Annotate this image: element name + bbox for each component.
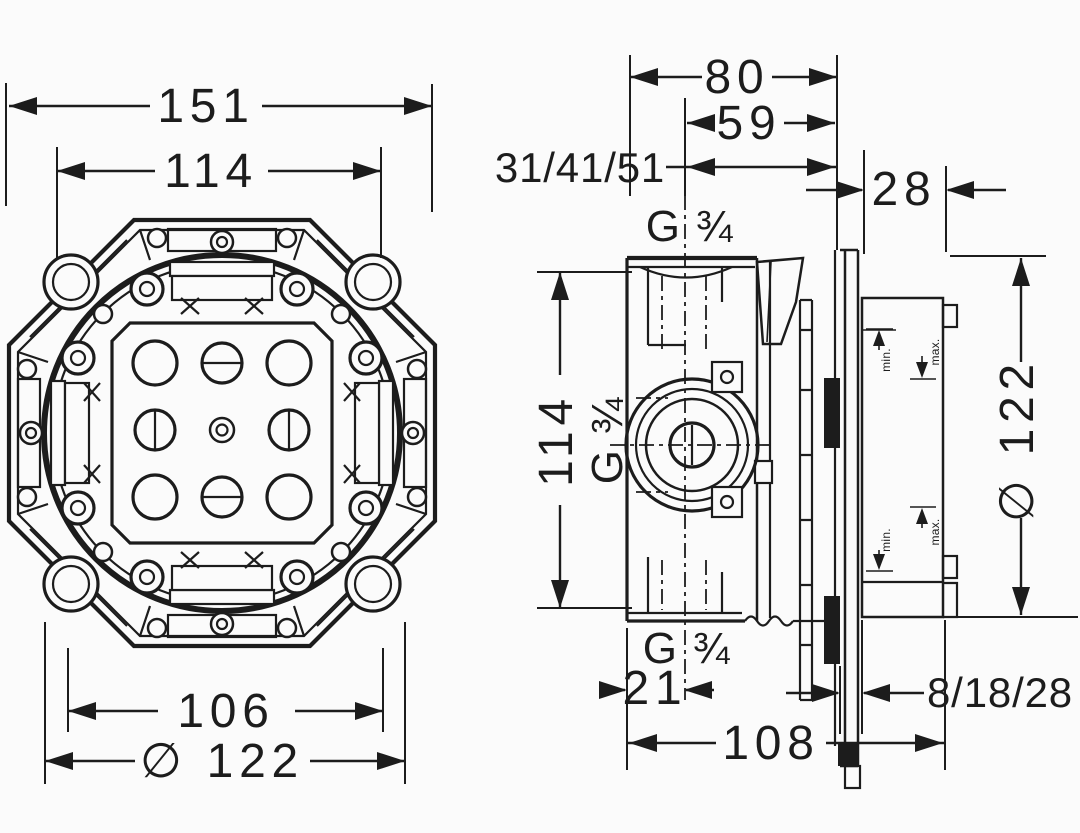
dim-side-21: 21 [599,628,714,770]
dim-label-59: 59 [717,97,782,150]
mounting-ears [42,253,402,613]
plate-south [138,551,306,639]
plate-west [16,350,101,516]
dim-label-31-41-51: 31/41/51 [495,144,665,191]
dim-label-28: 28 [872,163,937,216]
thread-label-side: G ¾ [583,396,632,484]
dim-side-depth-108: 108 [627,620,946,770]
thread-label-top: G ¾ [646,202,734,251]
rim-outer-circle [41,252,403,614]
marker-min-top: min. [879,348,893,372]
mounting-plate-assembly [798,248,862,790]
front-view: 151 114 106 ∅ 122 [5,80,438,788]
centre-square [110,321,334,545]
octagon-outline [6,217,438,649]
thread-label-bottom: G ¾ [643,624,731,673]
dim-side-install-depth: 31/41/51 [495,144,837,191]
dim-side-diameter-122: ∅ 122 [950,255,1078,618]
protection-cover: min. max. min. max. [860,296,959,619]
dim-label-114: 114 [164,145,258,198]
marker-max-bottom: max. [928,519,942,546]
dim-label-side-diameter-122: ∅ 122 [991,358,1044,522]
screw-bosses [60,271,384,595]
dim-side-28: 28 [806,150,1006,254]
hole-grid [131,339,313,521]
plate-east [343,350,428,516]
dim-label-8-18-28: 8/18/28 [927,669,1073,716]
dim-side-finish-depth: 8/18/28 [786,620,1073,734]
side-port-section [624,360,760,519]
dim-label-80: 80 [705,51,770,104]
dim-front-width-151: 151 [5,80,433,212]
dim-label-height-114: 114 [530,393,583,487]
depth-markers: min. max. min. max. [866,328,942,572]
dim-label-108: 108 [722,717,819,770]
dim-side-depth-59: 59 [684,97,835,196]
dim-front-width-106: 106 [67,648,384,738]
dim-label-151: 151 [157,80,254,133]
dim-side-depth-80: 80 [629,51,838,250]
side-view: min. max. min. max. G ¾ G ¾ 80 59 [495,51,1078,790]
dim-front-diameter-122: ∅ 122 [44,622,406,788]
plate-north [138,227,306,315]
housing-body [625,255,826,627]
dim-label-106: 106 [177,685,274,738]
dim-label-21: 21 [623,662,688,715]
marker-min-bottom: min. [879,528,893,552]
marker-max-top: max. [928,339,942,366]
dim-front-width-114: 114 [56,145,382,258]
dim-label-diameter-122: ∅ 122 [140,735,304,788]
dim-side-height-114: 114 G ¾ [530,271,632,609]
